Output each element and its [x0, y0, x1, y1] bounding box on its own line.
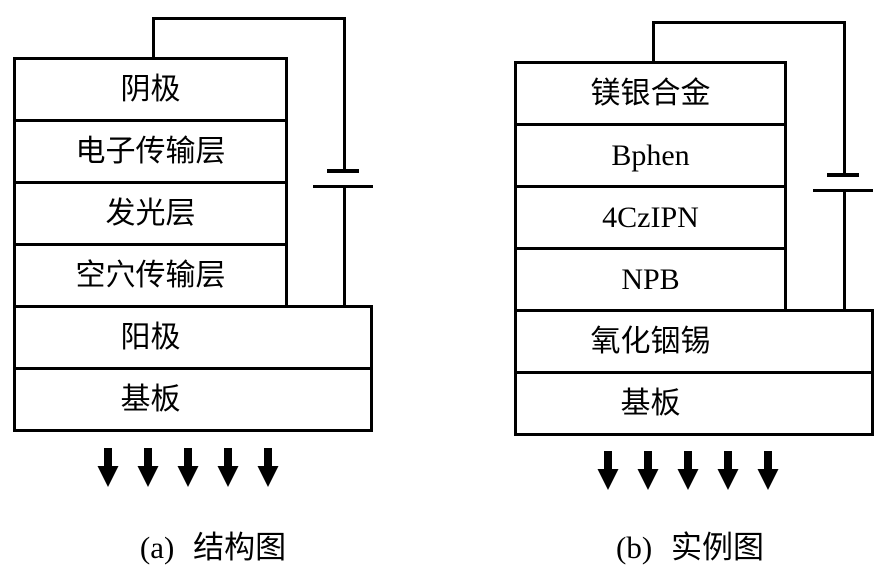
- layer-mg-ag-alloy: 镁银合金: [514, 61, 787, 126]
- layer-anode: 阳极: [13, 305, 373, 370]
- emission-arrow-icon: [137, 448, 159, 487]
- layer-cathode: 阴极: [13, 57, 288, 122]
- emission-arrow-icon: [717, 451, 739, 490]
- wire-cathode-lead-a: [152, 17, 155, 60]
- wire-top-horizontal-a: [152, 17, 346, 20]
- emission-arrow-icon: [597, 451, 619, 490]
- emission-arrow-icon: [177, 448, 199, 487]
- layer-electron-transport: 电子传输层: [13, 119, 288, 184]
- emission-arrow-icon: [257, 448, 279, 487]
- layer-4czipn: 4CzIPN: [514, 185, 787, 250]
- wire-top-horizontal-b: [652, 21, 846, 24]
- layer-ito: 氧化铟锡: [514, 309, 874, 374]
- layer-npb: NPB: [514, 247, 787, 312]
- wire-battery-top-lead-b: [843, 21, 846, 175]
- wire-cathode-lead-b: [652, 21, 655, 64]
- emission-arrow-icon: [637, 451, 659, 490]
- layer-hole-transport: 空穴传输层: [13, 243, 288, 308]
- layer-substrate-a: 基板: [13, 367, 373, 432]
- caption-b: (b) 实例图: [616, 530, 764, 565]
- emission-arrow-icon: [757, 451, 779, 490]
- battery-negative-terminal-icon-b: [827, 173, 859, 177]
- battery-negative-terminal-icon-a: [327, 169, 359, 173]
- emission-arrow-icon: [217, 448, 239, 487]
- wire-battery-top-lead-a: [343, 17, 346, 171]
- emission-arrow-icon: [97, 448, 119, 487]
- wire-anode-lead-b: [843, 190, 846, 311]
- wire-anode-lead-a: [343, 186, 346, 307]
- layer-substrate-b: 基板: [514, 371, 874, 436]
- caption-a: (a) 结构图: [139, 530, 287, 565]
- layer-bphen: Bphen: [514, 123, 787, 188]
- emission-arrow-icon: [677, 451, 699, 490]
- layer-emissive: 发光层: [13, 181, 288, 246]
